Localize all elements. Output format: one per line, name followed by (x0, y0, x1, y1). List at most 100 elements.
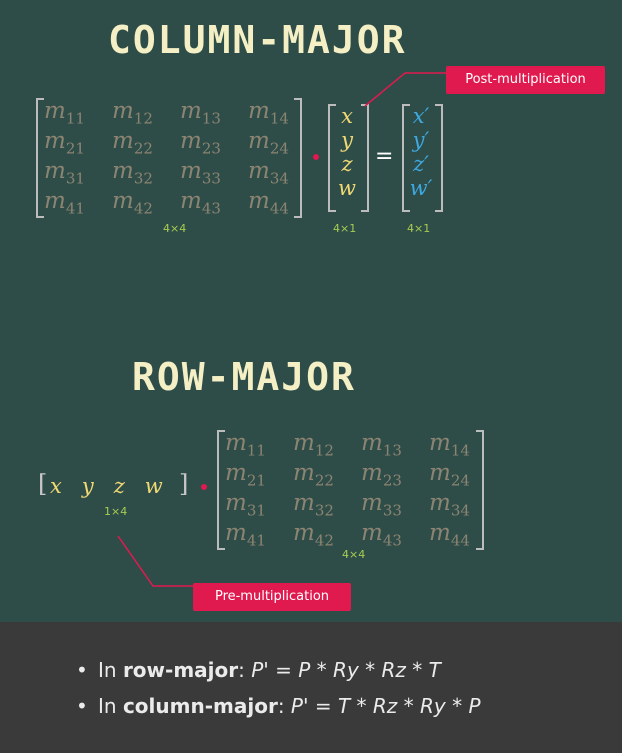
matrix-entry-symbol: m (180, 188, 202, 214)
matrix-entry: m34 (429, 490, 497, 520)
matrix-entry: m12 (112, 98, 180, 128)
matrix-entry: m21 (225, 460, 293, 490)
matrix-entry: m11 (44, 98, 112, 128)
matrix-entry-symbol: m (293, 520, 315, 546)
matrix-entry-symbol: m (429, 430, 451, 456)
matrix-entry-symbol: m (293, 430, 315, 456)
matrix-entry-symbol: m (225, 430, 247, 456)
matrix-entry: m31 (225, 490, 293, 520)
matrix-entry-symbol: m (361, 490, 383, 516)
pre-multiplication-connector (117, 535, 193, 587)
matrix-entry: m14 (429, 430, 497, 460)
matrix-entry-symbol: m (44, 98, 66, 124)
vector-component: z (113, 474, 125, 498)
matrix-entry-symbol: m (112, 128, 134, 154)
matrix-entry-index: 21 (65, 139, 85, 158)
row-major-title: ROW-MAJOR (132, 355, 356, 399)
matrix-entry-index: 13 (201, 109, 221, 128)
note-equation: P' = T * Rz * Ry * P (290, 694, 481, 718)
note-term: column-major (122, 694, 278, 718)
column-major-vector-dim: 4×1 (333, 222, 357, 235)
post-multiplication-connector (364, 72, 446, 107)
vector-component: y (341, 128, 353, 152)
notes-list: In row-major: P' = P * Ry * Rz * T In co… (0, 622, 622, 724)
note-colon: : (277, 694, 291, 718)
row-matrix-right-bracket (476, 430, 484, 550)
matrix-entry-symbol: m (180, 158, 202, 184)
matrix-entry-symbol: m (248, 128, 270, 154)
note-row-major: In row-major: P' = P * Ry * Rz * T (76, 652, 622, 688)
matrix-entry-index: 14 (450, 441, 470, 460)
matrix-entry-symbol: m (225, 520, 247, 546)
note-term: row-major (122, 658, 239, 682)
post-multiplication-tag: Post-multiplication (446, 66, 605, 94)
col-result-left-bracket (402, 104, 410, 212)
matrix-entry-symbol: m (293, 460, 315, 486)
matrix-entry-symbol: m (180, 98, 202, 124)
matrix-entry-index: 14 (269, 109, 289, 128)
matrix-entry-index: 42 (133, 199, 153, 218)
col-result-right-bracket (435, 104, 443, 212)
col-vector-left-bracket (328, 104, 336, 212)
matrix-entry: m42 (293, 520, 361, 550)
matrix-entry-index: 22 (133, 139, 153, 158)
note-prefix: In (98, 694, 123, 718)
matrix-entry-symbol: m (293, 490, 315, 516)
matrix-entry-symbol: m (112, 158, 134, 184)
column-major-result-dim: 4×1 (407, 222, 431, 235)
matrix-entry-symbol: m (248, 98, 270, 124)
connector-lines (117, 72, 446, 587)
note-equation: P' = P * Ry * Rz * T (251, 658, 441, 682)
vector-component: x (341, 104, 353, 128)
matrix-entry: m41 (44, 188, 112, 218)
result-component: y′ (412, 128, 430, 152)
matrix-entry-index: 23 (201, 139, 221, 158)
matrix-entry-symbol: m (429, 460, 451, 486)
matrix-entry-index: 43 (382, 531, 402, 550)
matrix-entry: m33 (361, 490, 429, 520)
matrix-entry: m41 (225, 520, 293, 550)
matrix-entry-symbol: m (429, 490, 451, 516)
matrix-entry: m43 (361, 520, 429, 550)
matrix-entry: m22 (112, 128, 180, 158)
matrix-entry-symbol: m (180, 128, 202, 154)
matrix-entry-index: 24 (269, 139, 289, 158)
matrix-entry-index: 22 (314, 471, 334, 490)
equals-sign: = (375, 144, 394, 169)
col-matrix-left-bracket (36, 98, 44, 218)
matrix-entry: m44 (248, 188, 316, 218)
matrix-entry-symbol: m (361, 520, 383, 546)
matrix-entry-index: 11 (246, 441, 266, 460)
result-component: w′ (409, 176, 433, 200)
matrix-entry: m12 (293, 430, 361, 460)
matrix-entry: m24 (429, 460, 497, 490)
matrix-entry: m32 (293, 490, 361, 520)
matrix-entry: m31 (44, 158, 112, 188)
matrix-entry-index: 24 (450, 471, 470, 490)
matrix-entry-symbol: m (361, 430, 383, 456)
vector-component: w (144, 474, 163, 498)
matrix-entry: m24 (248, 128, 316, 158)
matrix-entry-index: 12 (314, 441, 334, 460)
column-major-result-vector: x′y′z′w′ (407, 104, 435, 200)
matrix-entry-symbol: m (44, 128, 66, 154)
col-vector-right-bracket (361, 104, 369, 212)
matrix-entry-index: 21 (246, 471, 266, 490)
matrix-entry-symbol: m (429, 520, 451, 546)
note-colon: : (238, 658, 252, 682)
matrix-entry-index: 12 (133, 109, 153, 128)
matrix-entry-symbol: m (44, 188, 66, 214)
matrix-entry-symbol: m (248, 158, 270, 184)
matrix-entry: m44 (429, 520, 497, 550)
matrix-entry-symbol: m (44, 158, 66, 184)
pre-multiplication-tag: Pre-multiplication (193, 583, 351, 611)
matrix-entry-index: 23 (382, 471, 402, 490)
vector-component: z (341, 152, 353, 176)
row-major-matrix-dim: 4×4 (342, 548, 366, 561)
note-prefix: In (98, 658, 123, 682)
matrix-entry-index: 11 (65, 109, 85, 128)
vector-component: w (338, 176, 356, 200)
matrix-entry: m23 (180, 128, 248, 158)
